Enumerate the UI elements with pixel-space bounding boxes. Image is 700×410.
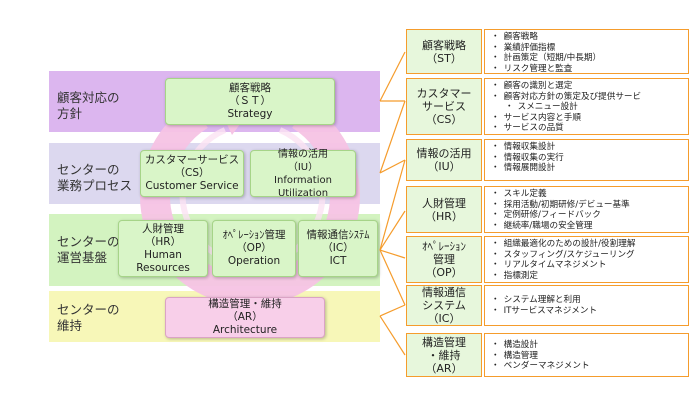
list-item: ベンダーマネジメント	[491, 361, 684, 372]
list-item: スメニュー設計	[491, 102, 684, 113]
list-item: 採用活動/初期研修/デビュー基準	[491, 200, 684, 211]
right-title-strategy: 顧客戦略 （ST）	[406, 29, 482, 74]
right-list-strategy: 顧客戦略 業績評価指標 計画策定（短期/中長期） リスク管理と監査	[484, 29, 689, 74]
band-label-operation-base: センターの 運営基盤	[57, 234, 120, 265]
information-utilization-box: 情報の活用 （IU） Information Utilization	[250, 149, 356, 199]
ict-box: 情報通信ｼｽﾃﾑ （IC） ICT	[298, 220, 378, 277]
strategy-box: 顧客戦略 （ＳＴ） Strategy	[165, 78, 335, 125]
list-item: ITサービスマネジメント	[491, 306, 684, 317]
list-item: 継続率/職場の安全管理	[491, 221, 684, 232]
list-item: リスク管理と監査	[491, 64, 684, 75]
architecture-box: 構造管理・維持 （AR） Architecture	[165, 297, 325, 338]
right-list-customer-service: 顧客の識別と選定 顧客対応方針の策定及び提供サービ スメニュー設計 サービス内容…	[484, 78, 689, 135]
list-item: 構造設計	[491, 340, 684, 351]
list-item: 業績評価指標	[491, 43, 684, 54]
right-title-ict: 情報通信 システム （IC）	[406, 285, 482, 326]
connector-8	[379, 249, 406, 306]
list-item: サービスの品質	[491, 123, 684, 134]
right-title-operation: ｵﾍﾟﾚｰｼｮﾝ 管理 （OP）	[406, 236, 482, 283]
list-item: スキル定義	[491, 189, 684, 200]
list-item: 計画策定（短期/中長期）	[491, 53, 684, 64]
band-label-customer-policy: 顧客対応の 方針	[57, 90, 120, 121]
connector-1	[379, 51, 406, 102]
right-list-operation: 組織最適化のための設計/役割理解 スタッフィング/スケジューリング リアルタイム…	[484, 236, 689, 283]
list-item: スタッフィング/スケジューリング	[491, 250, 684, 261]
list-item: 顧客対応方針の策定及び提供サービ	[491, 92, 684, 103]
list-item: 組織最適化のための設計/役割理解	[491, 239, 684, 250]
right-list-architecture: 構造設計 構造管理 ベンダーマネジメント	[484, 333, 689, 377]
band-label-maintenance: センターの 維持	[57, 302, 120, 333]
connector-3	[379, 100, 406, 174]
connector-5	[379, 159, 406, 251]
connector-10	[379, 315, 406, 356]
list-item: 定例研修/フィードバック	[491, 210, 684, 221]
operation-box: ｵﾍﾟﾚｰｼｮﾝ管理 （OP） Operation	[212, 220, 296, 277]
list-item: システム理解と利用	[491, 295, 684, 306]
connector-4	[379, 159, 406, 174]
list-item: 指標測定	[491, 271, 684, 282]
list-item: 情報収集設計	[491, 142, 684, 153]
connector-6	[379, 210, 406, 251]
customer-service-box: カスタマーサービス （CS） Customer Service	[140, 150, 244, 197]
right-title-information-utilization: 情報の活用 （IU）	[406, 139, 482, 181]
right-list-human-resources: スキル定義 採用活動/初期研修/デビュー基準 定例研修/フィードバック 継続率/…	[484, 186, 689, 233]
list-item: サービス内容と手順	[491, 113, 684, 124]
human-resources-box: 人財管理 （HR） Human Resources	[118, 220, 208, 277]
list-item: 顧客戦略	[491, 32, 684, 43]
list-item: 構造管理	[491, 351, 684, 362]
list-item: 情報展開設計	[491, 163, 684, 174]
right-title-human-resources: 人財管理 （HR）	[406, 186, 482, 233]
right-list-ict: システム理解と利用 ITサービスマネジメント	[484, 285, 689, 326]
list-item: 顧客の識別と選定	[491, 81, 684, 92]
band-label-business-process: センターの 業務プロセス	[57, 162, 133, 193]
right-list-information-utilization: 情報収集設計 情報収集の実行 情報展開設計	[484, 139, 689, 181]
connector-9	[379, 304, 406, 317]
connector-7	[379, 249, 406, 259]
list-item: リアルタイムマネジメント	[491, 260, 684, 271]
right-title-customer-service: カスタマー サービス （CS）	[406, 78, 482, 135]
right-title-architecture: 構造管理 ・維持 （AR）	[406, 333, 482, 377]
list-item: 情報収集の実行	[491, 153, 684, 164]
